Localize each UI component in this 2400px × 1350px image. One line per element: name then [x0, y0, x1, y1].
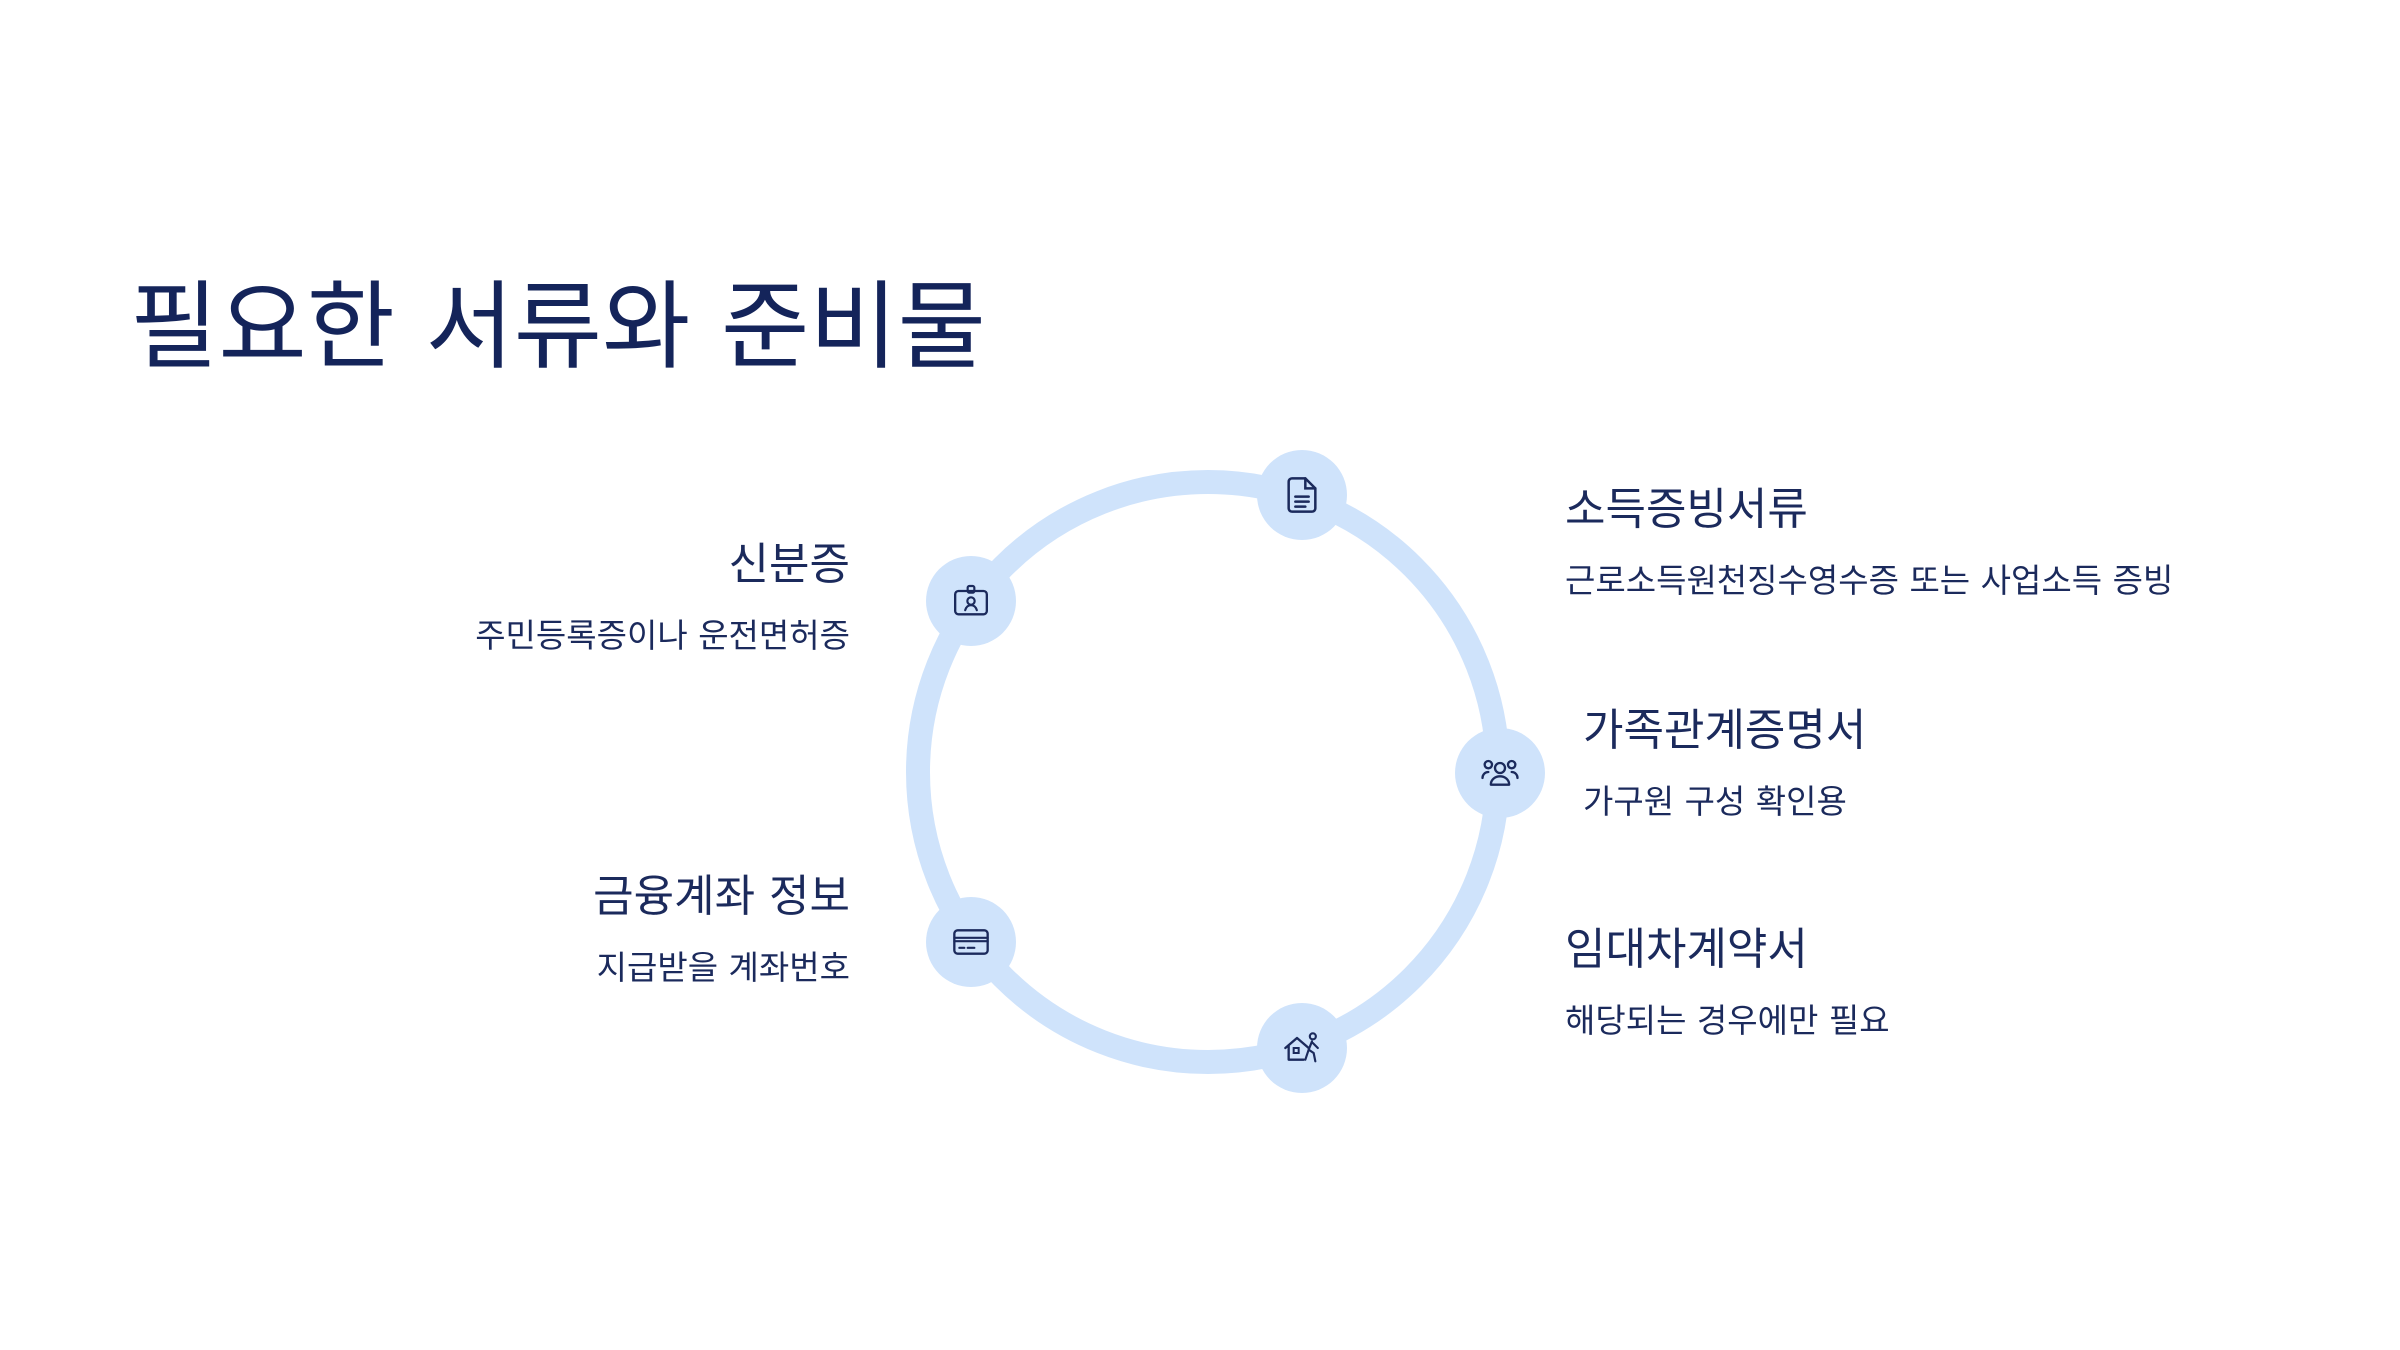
item-family-cert: 가족관계증명서 가구원 구성 확인용: [1583, 705, 1866, 821]
house-contract-icon: [1284, 1032, 1319, 1063]
node-circle-id: [926, 556, 1016, 646]
item-desc: 근로소득원천징수영수증 또는 사업소득 증빙: [1565, 560, 2174, 600]
cycle-ring: [906, 470, 1510, 1074]
item-title: 가족관계증명서: [1583, 705, 1867, 756]
item-title: 소득증빙서류: [1565, 484, 1808, 535]
item-title: 신분증: [728, 539, 850, 590]
node-circle-lease: [1257, 1003, 1347, 1093]
credit-card-icon: [953, 929, 989, 955]
page-title: 필요한 서류와 준비물: [130, 271, 986, 383]
document-icon: [1287, 477, 1317, 513]
item-desc: 가구원 구성 확인용: [1583, 781, 1847, 821]
item-id-card: 신분증 주민등록증이나 운전면허증: [475, 539, 850, 655]
item-desc: 해당되는 경우에만 필요: [1565, 1000, 1890, 1040]
item-bank-account: 금융계좌 정보 지급받을 계좌번호: [593, 871, 850, 987]
item-desc: 주민등록증이나 운전면허증: [475, 615, 850, 655]
item-title: 금융계좌 정보: [593, 871, 850, 922]
item-title: 임대차계약서: [1565, 924, 1808, 975]
item-lease-contract: 임대차계약서 해당되는 경우에만 필요: [1565, 924, 1890, 1040]
family-icon: [1481, 759, 1519, 786]
item-desc: 지급받을 계좌번호: [596, 947, 850, 987]
item-income-proof: 소득증빙서류 근로소득원천징수영수증 또는 사업소득 증빙: [1565, 484, 2173, 600]
node-circle-income: [1257, 450, 1347, 540]
id-badge-icon: [954, 584, 988, 616]
